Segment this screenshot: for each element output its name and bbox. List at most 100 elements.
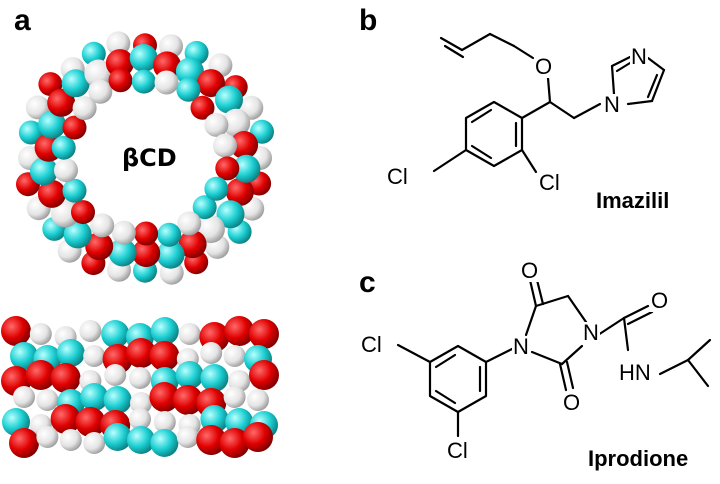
atom-sphere <box>249 319 279 349</box>
atom-sphere <box>176 77 201 102</box>
atom-sphere <box>190 95 215 120</box>
atom-sphere <box>62 178 87 203</box>
atom-sphere <box>178 230 207 259</box>
atom-sphere <box>154 70 179 95</box>
atom-sphere <box>38 110 66 139</box>
atom-sphere <box>215 156 240 181</box>
atom-sphere <box>175 361 204 389</box>
cyclodextrin-label: βCD <box>122 144 177 172</box>
atom-sphere <box>156 240 185 269</box>
atom-sphere <box>51 135 76 160</box>
atom-sphere <box>10 342 38 370</box>
atom-sphere <box>149 382 180 412</box>
atom-sphere <box>1 316 31 346</box>
atom-sphere <box>200 364 229 392</box>
cyclodextrin-top-view <box>16 31 274 285</box>
atom-sphere <box>176 426 199 448</box>
atom-sphere <box>225 177 254 206</box>
atom-sphere <box>83 432 106 454</box>
atom-sphere <box>131 69 156 94</box>
atom-sphere <box>127 426 155 454</box>
atom-sphere <box>249 360 279 390</box>
atom-sphere <box>83 345 106 367</box>
atom-sphere <box>103 386 132 414</box>
atom-sphere <box>71 200 95 225</box>
atom-sphere <box>101 320 130 348</box>
atom-sphere <box>36 426 59 448</box>
atom-sphere <box>204 112 229 137</box>
atom-sphere <box>59 429 82 451</box>
atom-sphere <box>56 339 85 367</box>
atom-sphere <box>9 428 39 458</box>
atom-sphere <box>150 317 179 345</box>
panel-label-a: a <box>14 4 31 37</box>
atom-sphere <box>29 157 58 186</box>
iprodione-chlorine-bottom: Cl <box>446 438 469 463</box>
atom-sphere <box>129 408 151 430</box>
atom-sphere <box>105 49 134 78</box>
atom-sphere <box>50 363 81 393</box>
imazilil-ring-nitrogen-top: N <box>630 44 648 69</box>
atom-sphere <box>106 31 131 56</box>
iprodione-oxygen-amide: O <box>650 288 670 313</box>
atom-sphere <box>200 342 223 364</box>
atom-sphere <box>130 392 152 414</box>
atom-sphere <box>103 423 132 451</box>
atom-sphere <box>126 338 156 368</box>
atom-sphere <box>150 429 179 457</box>
atom-sphere <box>232 154 261 183</box>
beta-cyclodextrin-model <box>1 31 279 458</box>
iprodione-nitrogen-right: N <box>582 320 600 345</box>
atom-sphere <box>61 69 90 98</box>
atom-sphere <box>223 386 246 408</box>
atom-sphere <box>175 57 204 86</box>
atom-sphere <box>132 239 161 268</box>
atom-sphere <box>25 360 56 390</box>
atom-sphere <box>88 79 113 104</box>
panel-label-c: c <box>359 266 376 299</box>
atom-sphere <box>197 69 225 98</box>
atom-sphere <box>172 385 203 415</box>
imazilil-chlorine-left: Cl <box>386 164 409 189</box>
atom-sphere <box>63 220 92 249</box>
atom-sphere <box>219 428 250 458</box>
atom-sphere <box>29 323 52 345</box>
atom-sphere <box>37 179 66 208</box>
atom-sphere <box>129 44 158 72</box>
imazilil-name: Imazilil <box>596 188 670 213</box>
atom-sphere <box>223 345 246 367</box>
atom-sphere <box>157 222 182 247</box>
atom-sphere <box>153 411 176 433</box>
cyclodextrin-side-view <box>1 316 279 458</box>
atom-sphere <box>108 238 137 267</box>
imazilil-ring-nitrogen: N <box>603 92 621 117</box>
atom-sphere <box>104 364 127 386</box>
imazilil-chlorine-right: Cl <box>538 170 561 195</box>
atom-sphere <box>178 323 201 345</box>
atom-sphere <box>230 131 259 159</box>
atom-sphere <box>111 220 136 245</box>
atom-sphere <box>85 232 114 261</box>
atom-sphere <box>72 96 97 121</box>
atom-sphere <box>243 422 273 452</box>
atom-sphere <box>213 133 237 158</box>
atom-sphere <box>149 341 180 371</box>
atom-sphere <box>80 383 109 411</box>
atom-sphere <box>192 195 217 220</box>
iprodione-name: Iprodione <box>588 446 689 471</box>
atom-sphere <box>177 211 202 236</box>
atom-sphere <box>75 407 106 437</box>
atom-sphere <box>13 386 35 408</box>
atom-sphere <box>50 404 81 434</box>
atom-sphere <box>36 389 59 411</box>
atom-sphere <box>153 51 181 80</box>
iprodione-oxygen-bottom: O <box>562 390 582 415</box>
atom-sphere <box>62 115 87 140</box>
atom-sphere <box>129 367 151 389</box>
atom-sphere <box>47 88 76 117</box>
iprodione-chlorine-top: Cl <box>360 332 383 357</box>
imazilil-oxygen: O <box>534 54 554 79</box>
atom-sphere <box>215 85 243 114</box>
